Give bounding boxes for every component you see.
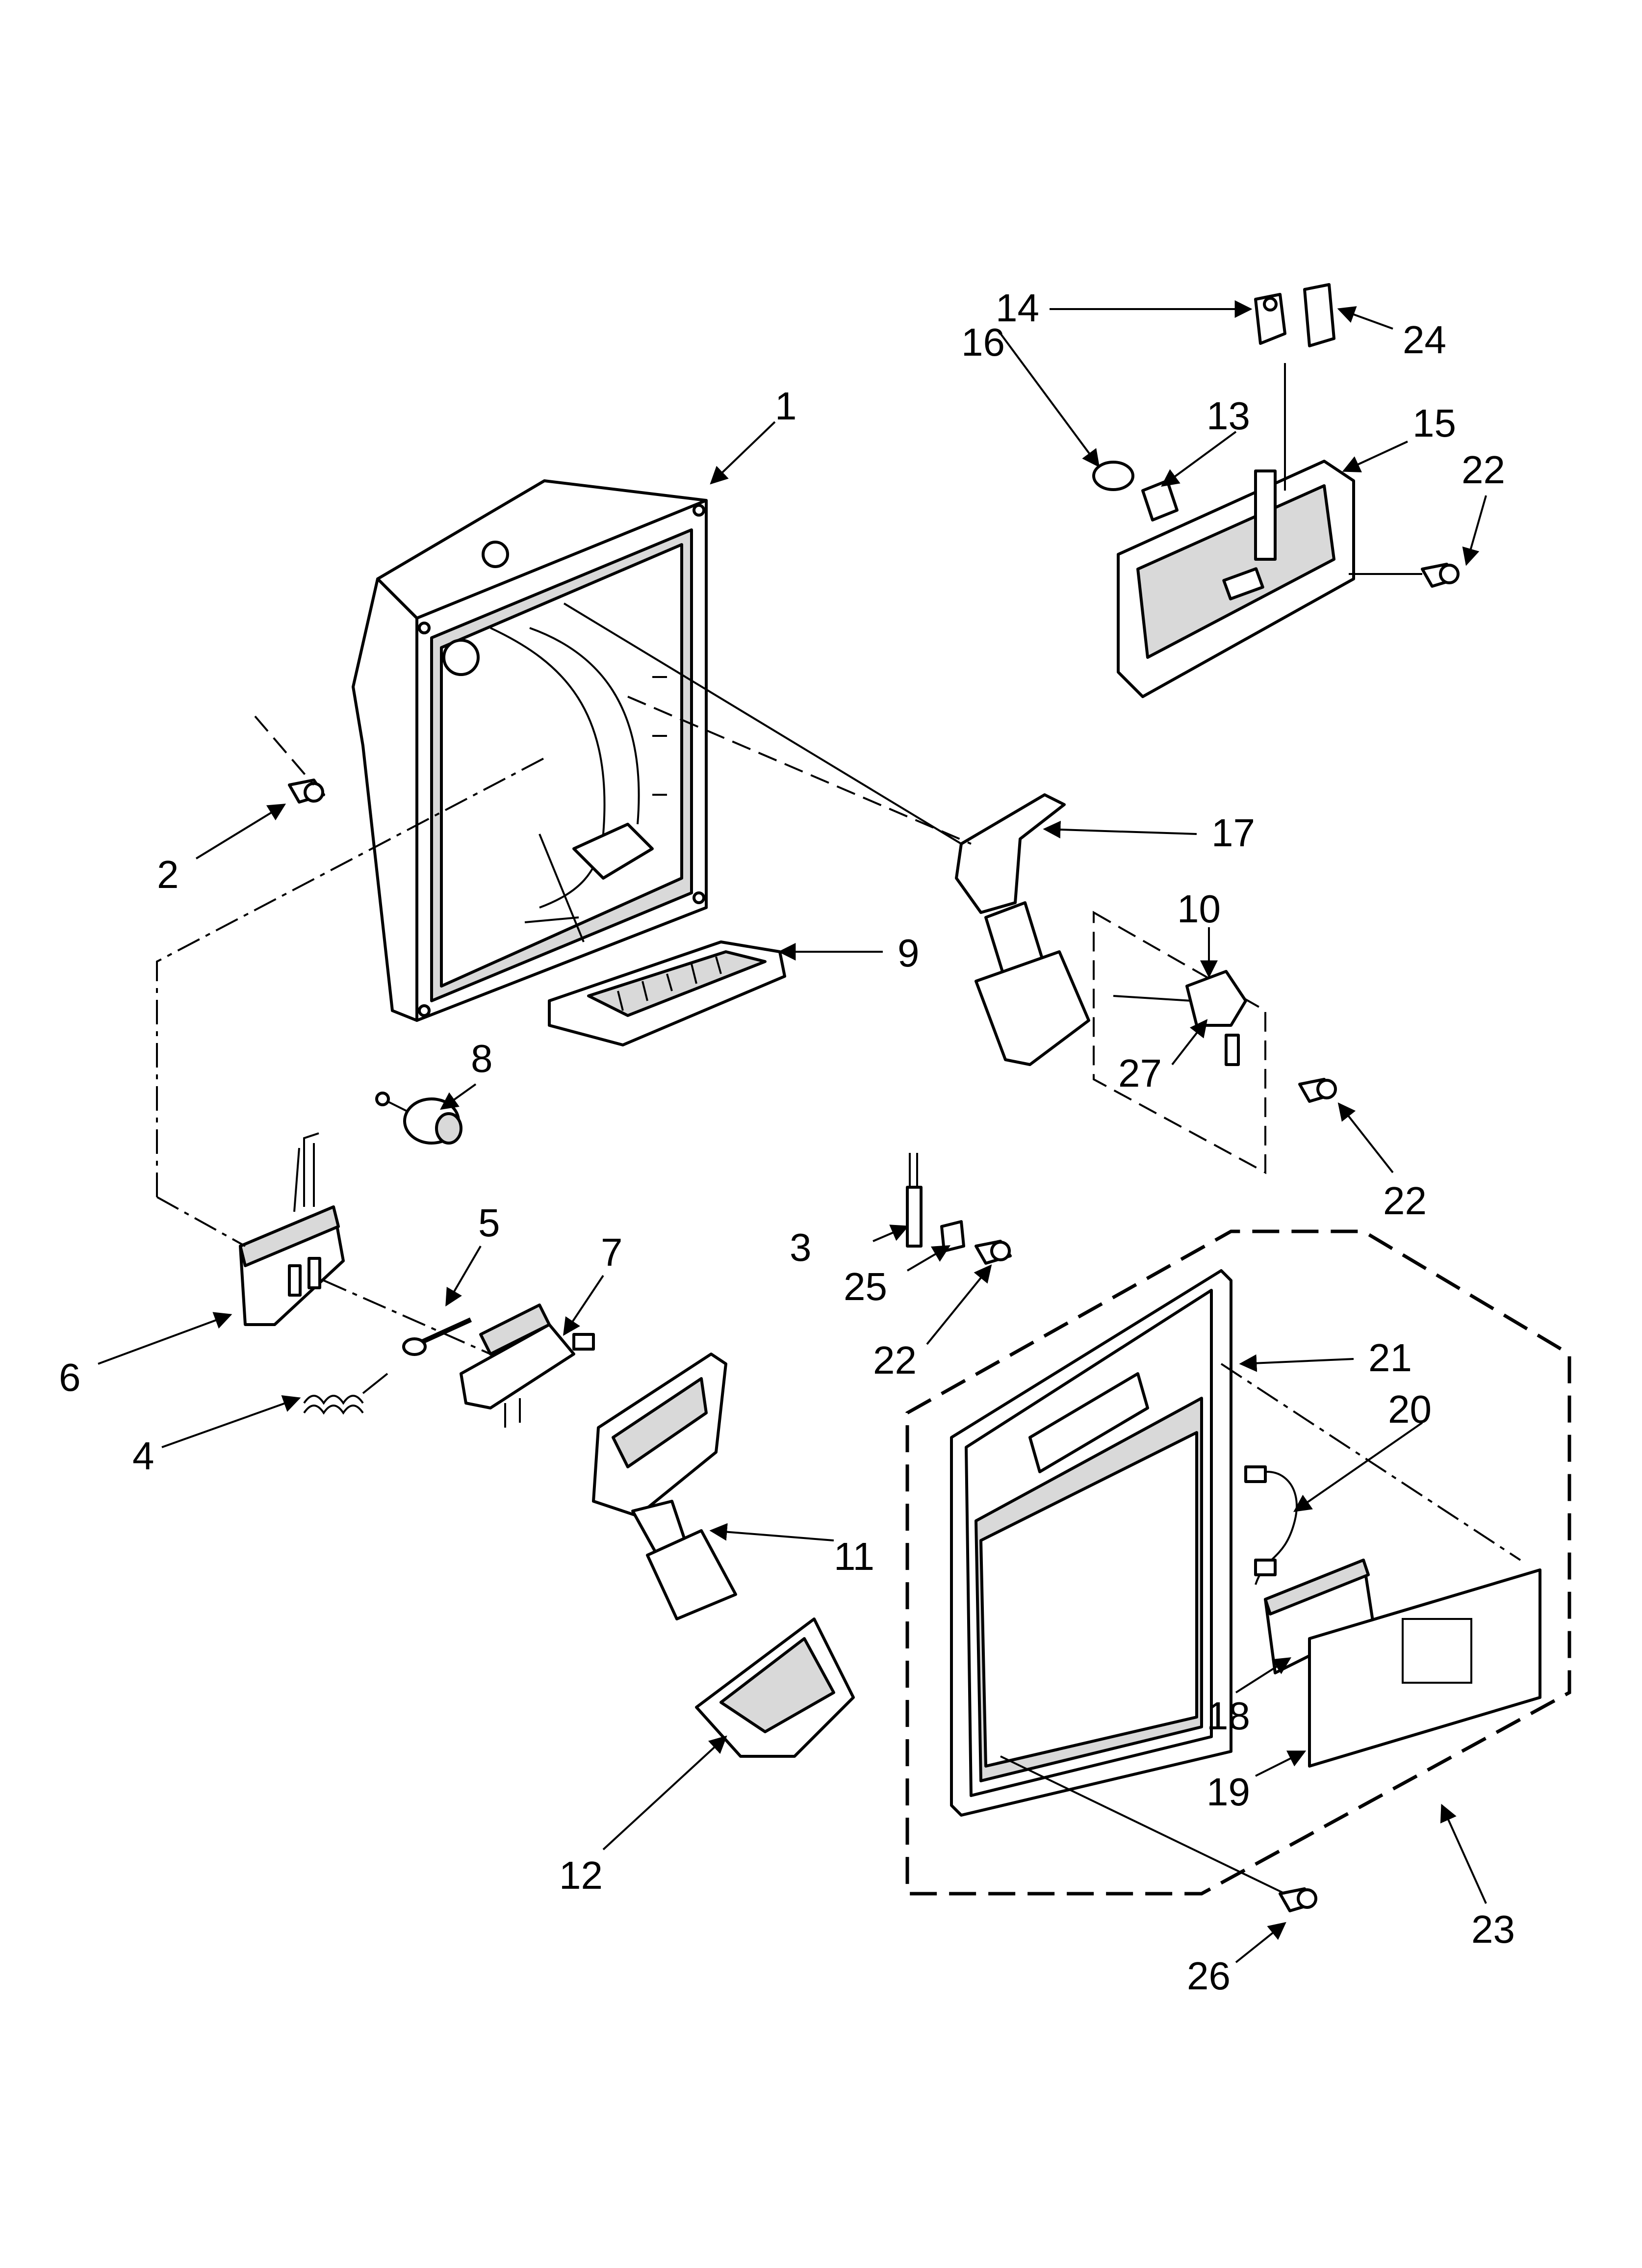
callout-9: 9 (898, 931, 920, 975)
front-panel-part-21 (950, 1269, 1232, 1817)
screw-part-22-top (1421, 563, 1460, 588)
callout-26: 26 (1187, 1954, 1231, 1998)
callout-23: 23 (1471, 1907, 1515, 1951)
callout-12: 12 (559, 1853, 603, 1897)
callout-5: 5 (478, 1201, 500, 1245)
bulb-part-16 (1092, 461, 1134, 491)
callout-labels: 1 2 3 4 5 6 7 8 9 10 11 12 13 14 15 16 1… (59, 286, 1515, 1998)
dispenser-housing-part-1 (352, 479, 708, 1022)
control-overlay-part-19 (1308, 1568, 1541, 1768)
callout-19: 19 (1206, 1770, 1250, 1814)
assembly-boundary-part-23 (905, 1229, 1571, 1896)
callout-10: 10 (1177, 887, 1221, 931)
bracket-part-25 (940, 1220, 965, 1252)
callout-13: 13 (1206, 394, 1250, 438)
callout-1: 1 (775, 384, 797, 428)
callout-18: 18 (1206, 1694, 1250, 1738)
alignment-lines (156, 363, 1521, 1895)
callout-4: 4 (132, 1434, 154, 1478)
callout-7: 7 (601, 1230, 623, 1274)
ice-chute-part-12 (695, 1617, 855, 1758)
callout-16: 16 (961, 320, 1005, 364)
callout-14: 14 (996, 286, 1039, 330)
drip-tray-part-9 (548, 940, 786, 1046)
wire-harness-part-20 (1244, 1465, 1298, 1585)
dispenser-lever-part-11 (592, 1353, 737, 1620)
socket-part-13 (1141, 479, 1179, 521)
callout-6: 6 (59, 1356, 81, 1399)
callout-15: 15 (1412, 401, 1456, 445)
callout-22-mid: 22 (1383, 1179, 1427, 1223)
actuator-part-6 (239, 1132, 345, 1326)
switch-part-14 (1254, 293, 1286, 345)
solenoid-part-8 (375, 1092, 462, 1145)
leader-lines (98, 300, 1487, 1963)
housing-bracket-part-15 (1117, 460, 1355, 698)
screw-part-2 (288, 779, 325, 804)
actuator-arm-part-17 (955, 793, 1090, 1066)
callout-27: 27 (1118, 1051, 1162, 1095)
callout-25: 25 (844, 1265, 887, 1308)
callout-2: 2 (157, 853, 179, 896)
callout-20: 20 (1388, 1387, 1432, 1431)
callout-11: 11 (834, 1535, 874, 1578)
callout-17: 17 (1211, 811, 1255, 855)
spring-part-4 (303, 1373, 388, 1415)
callout-22-top: 22 (1462, 448, 1505, 492)
lever-part-7 (460, 1303, 595, 1428)
screw-part-22-lower (975, 1240, 1012, 1265)
callout-21: 21 (1368, 1336, 1412, 1380)
screw-part-26 (1279, 1887, 1317, 1912)
screw-part-22-mid (1298, 1078, 1337, 1103)
switch-part-3 (906, 1153, 923, 1248)
switch-group-part-10 (1093, 911, 1266, 1174)
callout-24: 24 (1403, 318, 1446, 362)
pin-part-5 (402, 1317, 472, 1356)
insulator-part-24 (1303, 283, 1335, 347)
callout-22-lower: 22 (873, 1338, 917, 1382)
callout-8: 8 (471, 1037, 493, 1080)
callout-3: 3 (790, 1225, 812, 1269)
